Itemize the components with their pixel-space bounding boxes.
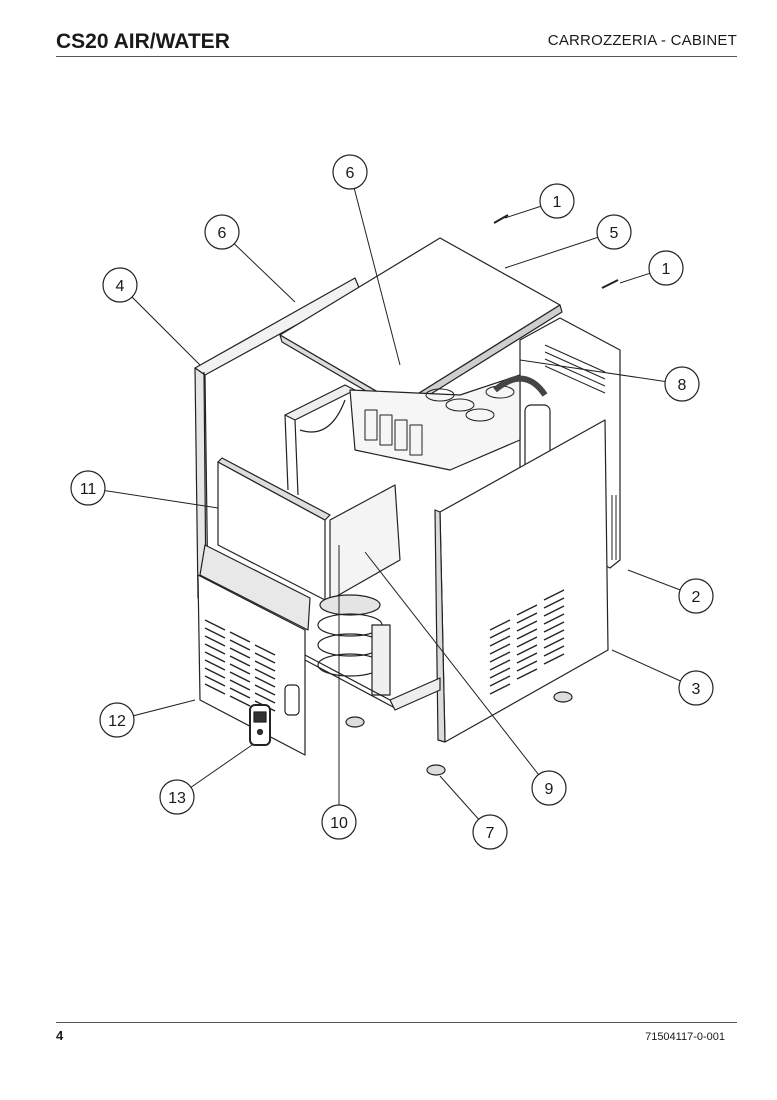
callout-7: 7 (472, 814, 508, 850)
callout-label: 2 (692, 589, 701, 606)
callout-label: 8 (678, 377, 687, 394)
callout-11: 11 (70, 470, 106, 506)
callout-label: 10 (330, 815, 348, 832)
callout-label: 1 (662, 261, 671, 278)
callout-label: 5 (610, 225, 619, 242)
callout-2: 2 (678, 578, 714, 614)
feet (345, 691, 573, 776)
bin-assembly (304, 594, 441, 711)
header-divider (56, 56, 737, 57)
callout-bubbles: 1 1 2 3 4 5 6 6 7 8 9 10 11 12 13 (70, 154, 714, 850)
callout-label: 11 (80, 481, 97, 498)
page-number: 4 (56, 1028, 64, 1043)
internal-frame (284, 374, 551, 496)
callout-1a: 1 (539, 183, 575, 219)
callout-10: 10 (321, 804, 357, 840)
callout-4: 4 (102, 267, 138, 303)
callout-label: 1 (553, 194, 562, 211)
callout-label: 7 (486, 825, 495, 842)
callout-label: 3 (692, 681, 701, 698)
callout-8: 8 (664, 366, 700, 402)
front-panel (197, 544, 311, 756)
callout-9: 9 (531, 770, 567, 806)
callout-label: 9 (545, 781, 554, 798)
screws (493, 214, 619, 289)
callout-6a: 6 (332, 154, 368, 190)
callout-label: 12 (108, 713, 126, 730)
callout-1b: 1 (648, 250, 684, 286)
callout-label: 13 (168, 790, 186, 807)
callout-label: 6 (218, 225, 227, 242)
footer-divider (56, 1022, 737, 1023)
callout-12: 12 (99, 702, 135, 738)
callout-3: 3 (678, 670, 714, 706)
callout-13: 13 (159, 779, 195, 815)
callout-label: 4 (116, 278, 125, 295)
callout-label: 6 (346, 165, 355, 182)
callout-5: 5 (596, 214, 632, 250)
callout-6b: 6 (204, 214, 240, 250)
document-title: CS20 AIR/WATER (56, 30, 230, 53)
section-title: CARROZZERIA - CABINET (547, 32, 737, 49)
door-panel (217, 457, 401, 601)
right-side-panel (434, 419, 609, 743)
document-code: 71504117-0-001 (645, 1031, 725, 1043)
